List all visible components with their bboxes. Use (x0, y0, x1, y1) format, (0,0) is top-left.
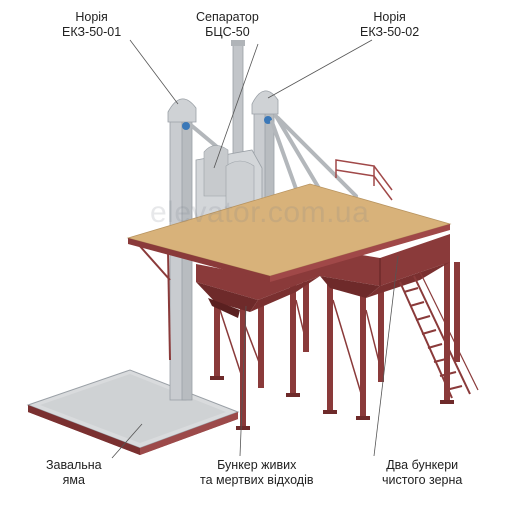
label-separator-line1: Сепаратор (196, 10, 259, 24)
label-elevator-1: Норія ЕКЗ-50-01 (62, 10, 121, 40)
grain-spouts (190, 114, 358, 202)
label-intake-pit-line1: Завальна (46, 458, 102, 472)
cross-bracing (219, 299, 382, 401)
label-separator-line2: БЦС-50 (205, 25, 250, 39)
aspiration-stack (231, 40, 245, 155)
label-intake-pit-line2: яма (62, 473, 85, 487)
callout-leader-lines (111, 39, 399, 459)
support-columns (214, 262, 460, 428)
label-elevator-1-line2: ЕКЗ-50-01 (62, 25, 122, 39)
service-platform (126, 183, 452, 282)
clean-grain-bunkers (320, 234, 450, 298)
left-support-brace (137, 243, 171, 361)
label-intake-pit: Завальна яма (46, 458, 102, 488)
label-clean-bunkers-line2: чистого зерна (382, 473, 463, 487)
staircase (399, 271, 479, 399)
label-waste-bunker: Бункер живих та мертвих відходів (200, 458, 314, 488)
platform-railing (335, 159, 393, 201)
label-elevator-2-line2: ЕКЗ-50-02 (360, 25, 420, 39)
column-bases (210, 376, 454, 430)
label-elevator-1-line1: Норія (75, 10, 108, 24)
waste-bunker (196, 248, 320, 318)
label-separator: Сепаратор БЦС-50 (196, 10, 259, 40)
label-elevator-2-line1: Норія (373, 10, 406, 24)
label-elevator-2: Норія ЕКЗ-50-02 (360, 10, 419, 40)
label-waste-bunker-line2: та мертвих відходів (200, 473, 314, 487)
label-clean-bunkers: Два бункери чистого зерна (382, 458, 462, 488)
intake-pit (26, 369, 240, 455)
label-clean-bunkers-line1: Два бункери (386, 458, 459, 472)
watermark: elevator.com.ua (150, 196, 370, 229)
label-waste-bunker-line1: Бункер живих (217, 458, 297, 472)
